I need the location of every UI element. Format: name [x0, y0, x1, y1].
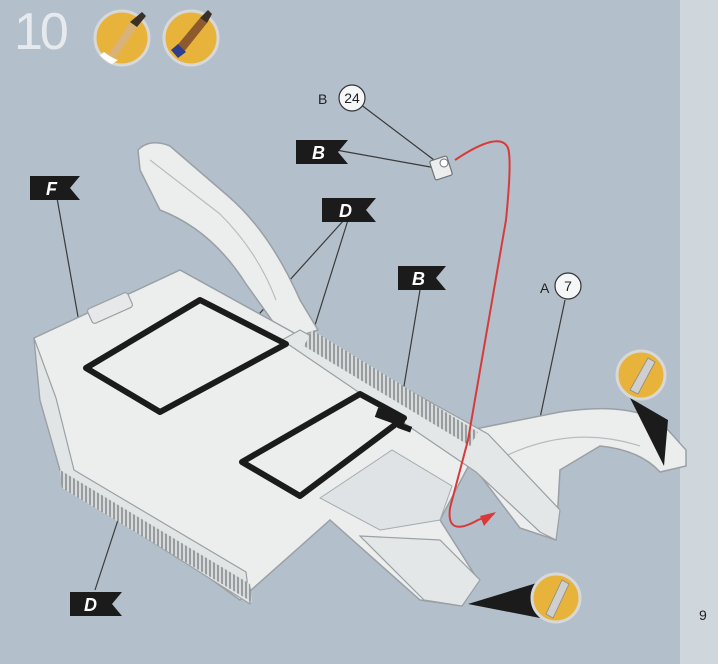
flag-letter: D [84, 595, 97, 615]
flag-letter: F [46, 179, 58, 199]
leader-line [335, 149, 437, 169]
flag-letter: D [339, 201, 352, 221]
leader-line [359, 103, 439, 164]
sprue-letter: A [540, 280, 550, 296]
flag-letter: B [412, 269, 425, 289]
small-decal [396, 422, 413, 433]
sprue-letter: B [318, 91, 327, 107]
glue-marker [468, 572, 582, 624]
leader-line [539, 299, 566, 419]
callout-flag: B [398, 266, 446, 290]
flag-letter: B [312, 143, 325, 163]
callout-flag: D [322, 198, 376, 222]
paint-brush-icon [162, 9, 220, 67]
small-part-b24 [429, 155, 453, 181]
part-reference: B 24 [318, 84, 366, 112]
hatched-strip [304, 330, 478, 446]
glue-brush-icon [93, 9, 151, 67]
leader-line [94, 519, 119, 591]
page-number: 9 [699, 607, 707, 623]
leader-line [56, 197, 81, 329]
callout-flag: F [30, 176, 80, 200]
step-number: 10 [14, 3, 69, 61]
small-decal [374, 407, 407, 428]
page-margin [680, 0, 718, 664]
part-number: 24 [344, 90, 360, 106]
part-reference: A 7 [540, 272, 582, 300]
assembly-guide-line [448, 140, 511, 528]
callout-flag: D [70, 592, 122, 616]
guide-arrow-head [480, 512, 496, 526]
part-number: 7 [564, 278, 572, 294]
decal-outline [83, 297, 289, 415]
callout-flag: B [296, 140, 348, 164]
glue-marker [615, 349, 668, 466]
hatched-strip [60, 470, 252, 602]
